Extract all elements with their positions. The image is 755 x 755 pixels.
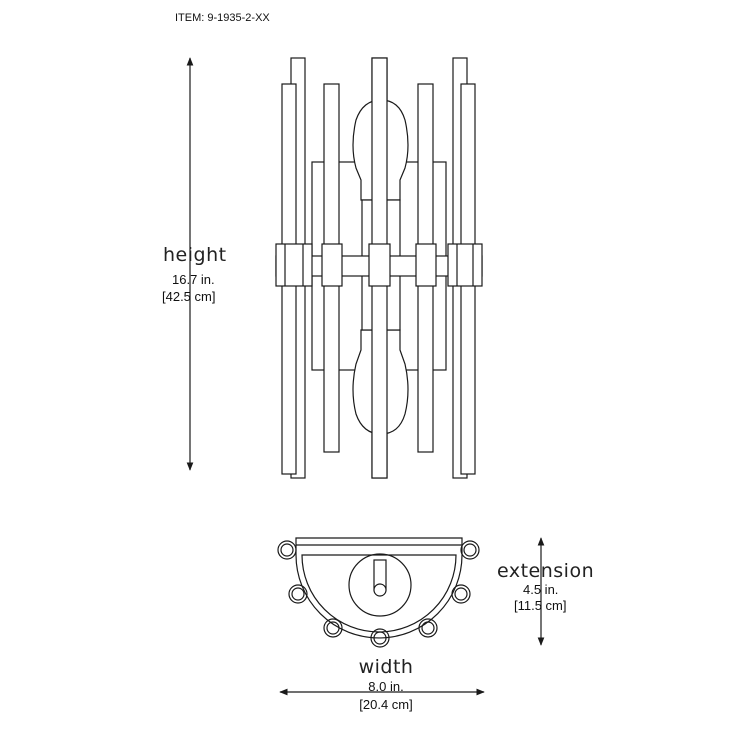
top-view	[277, 537, 480, 648]
height-label: height	[163, 244, 227, 266]
extension-inches: 4.5 in.	[523, 582, 559, 597]
width-label: width	[358, 656, 414, 678]
shade-inner	[301, 554, 457, 633]
clamp	[447, 243, 483, 287]
glass-balls	[277, 540, 480, 648]
width-inches: 8.0 in.	[368, 679, 404, 694]
extension-cm: [11.5 cm]	[514, 598, 567, 613]
shade-outer	[295, 537, 463, 639]
item-number: ITEM: 9-1935-2-XX	[175, 12, 270, 24]
height-cm: [42.5 cm]	[162, 289, 216, 304]
canopy	[348, 553, 412, 617]
width-cm: [20.4 cm]	[359, 697, 413, 712]
clamp	[321, 243, 343, 287]
front-view	[275, 57, 483, 479]
clamp	[415, 243, 437, 287]
clamp	[368, 243, 391, 287]
height-inches: 16.7 in.	[172, 272, 215, 287]
clamp	[275, 243, 313, 287]
extension-label: extension	[497, 560, 595, 582]
